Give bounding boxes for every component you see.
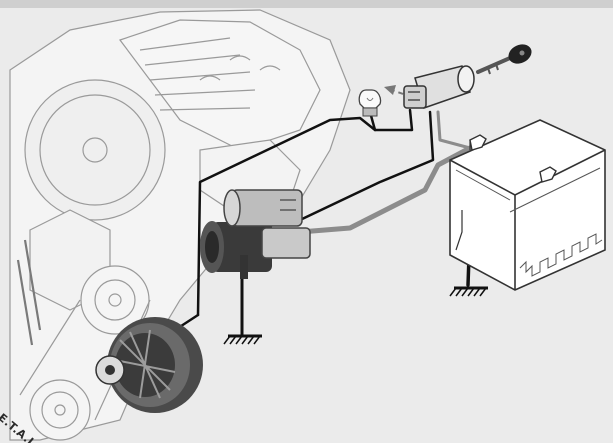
ground-symbol-battery bbox=[449, 286, 488, 297]
ground-symbol-engine bbox=[223, 334, 262, 345]
engine-block-icon bbox=[9, 9, 351, 441]
starter-motor-icon bbox=[200, 189, 311, 279]
top-band bbox=[0, 0, 613, 8]
bulb-icon bbox=[358, 89, 382, 117]
battery-icon bbox=[449, 119, 606, 291]
alternator-icon bbox=[95, 317, 203, 413]
key-icon bbox=[476, 44, 532, 75]
ignition-switch-icon bbox=[403, 65, 475, 109]
